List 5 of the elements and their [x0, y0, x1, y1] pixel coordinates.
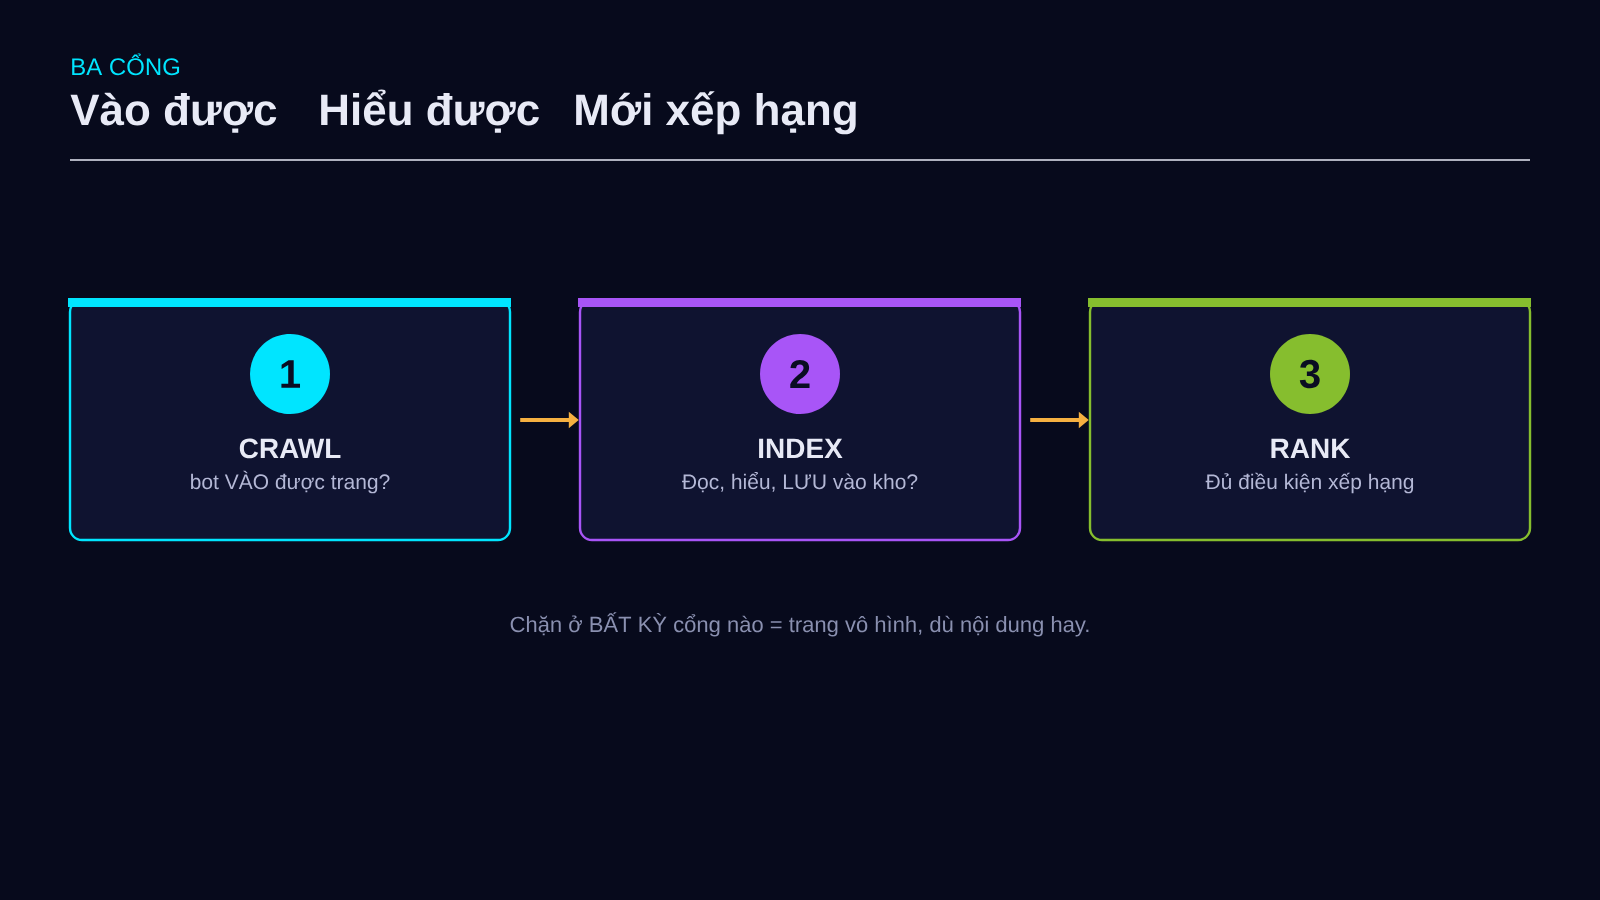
caption: Chặn ở BẤT KỲ cổng nào = trang vô hình, dù nội dung hay. [510, 612, 1089, 637]
heading: Mới xếp hạng [576, 91, 856, 135]
heading: Vào được [70, 92, 277, 133]
heading: Hiểu được [321, 89, 539, 133]
kicker-title: BA CỔNG [72, 53, 180, 76]
